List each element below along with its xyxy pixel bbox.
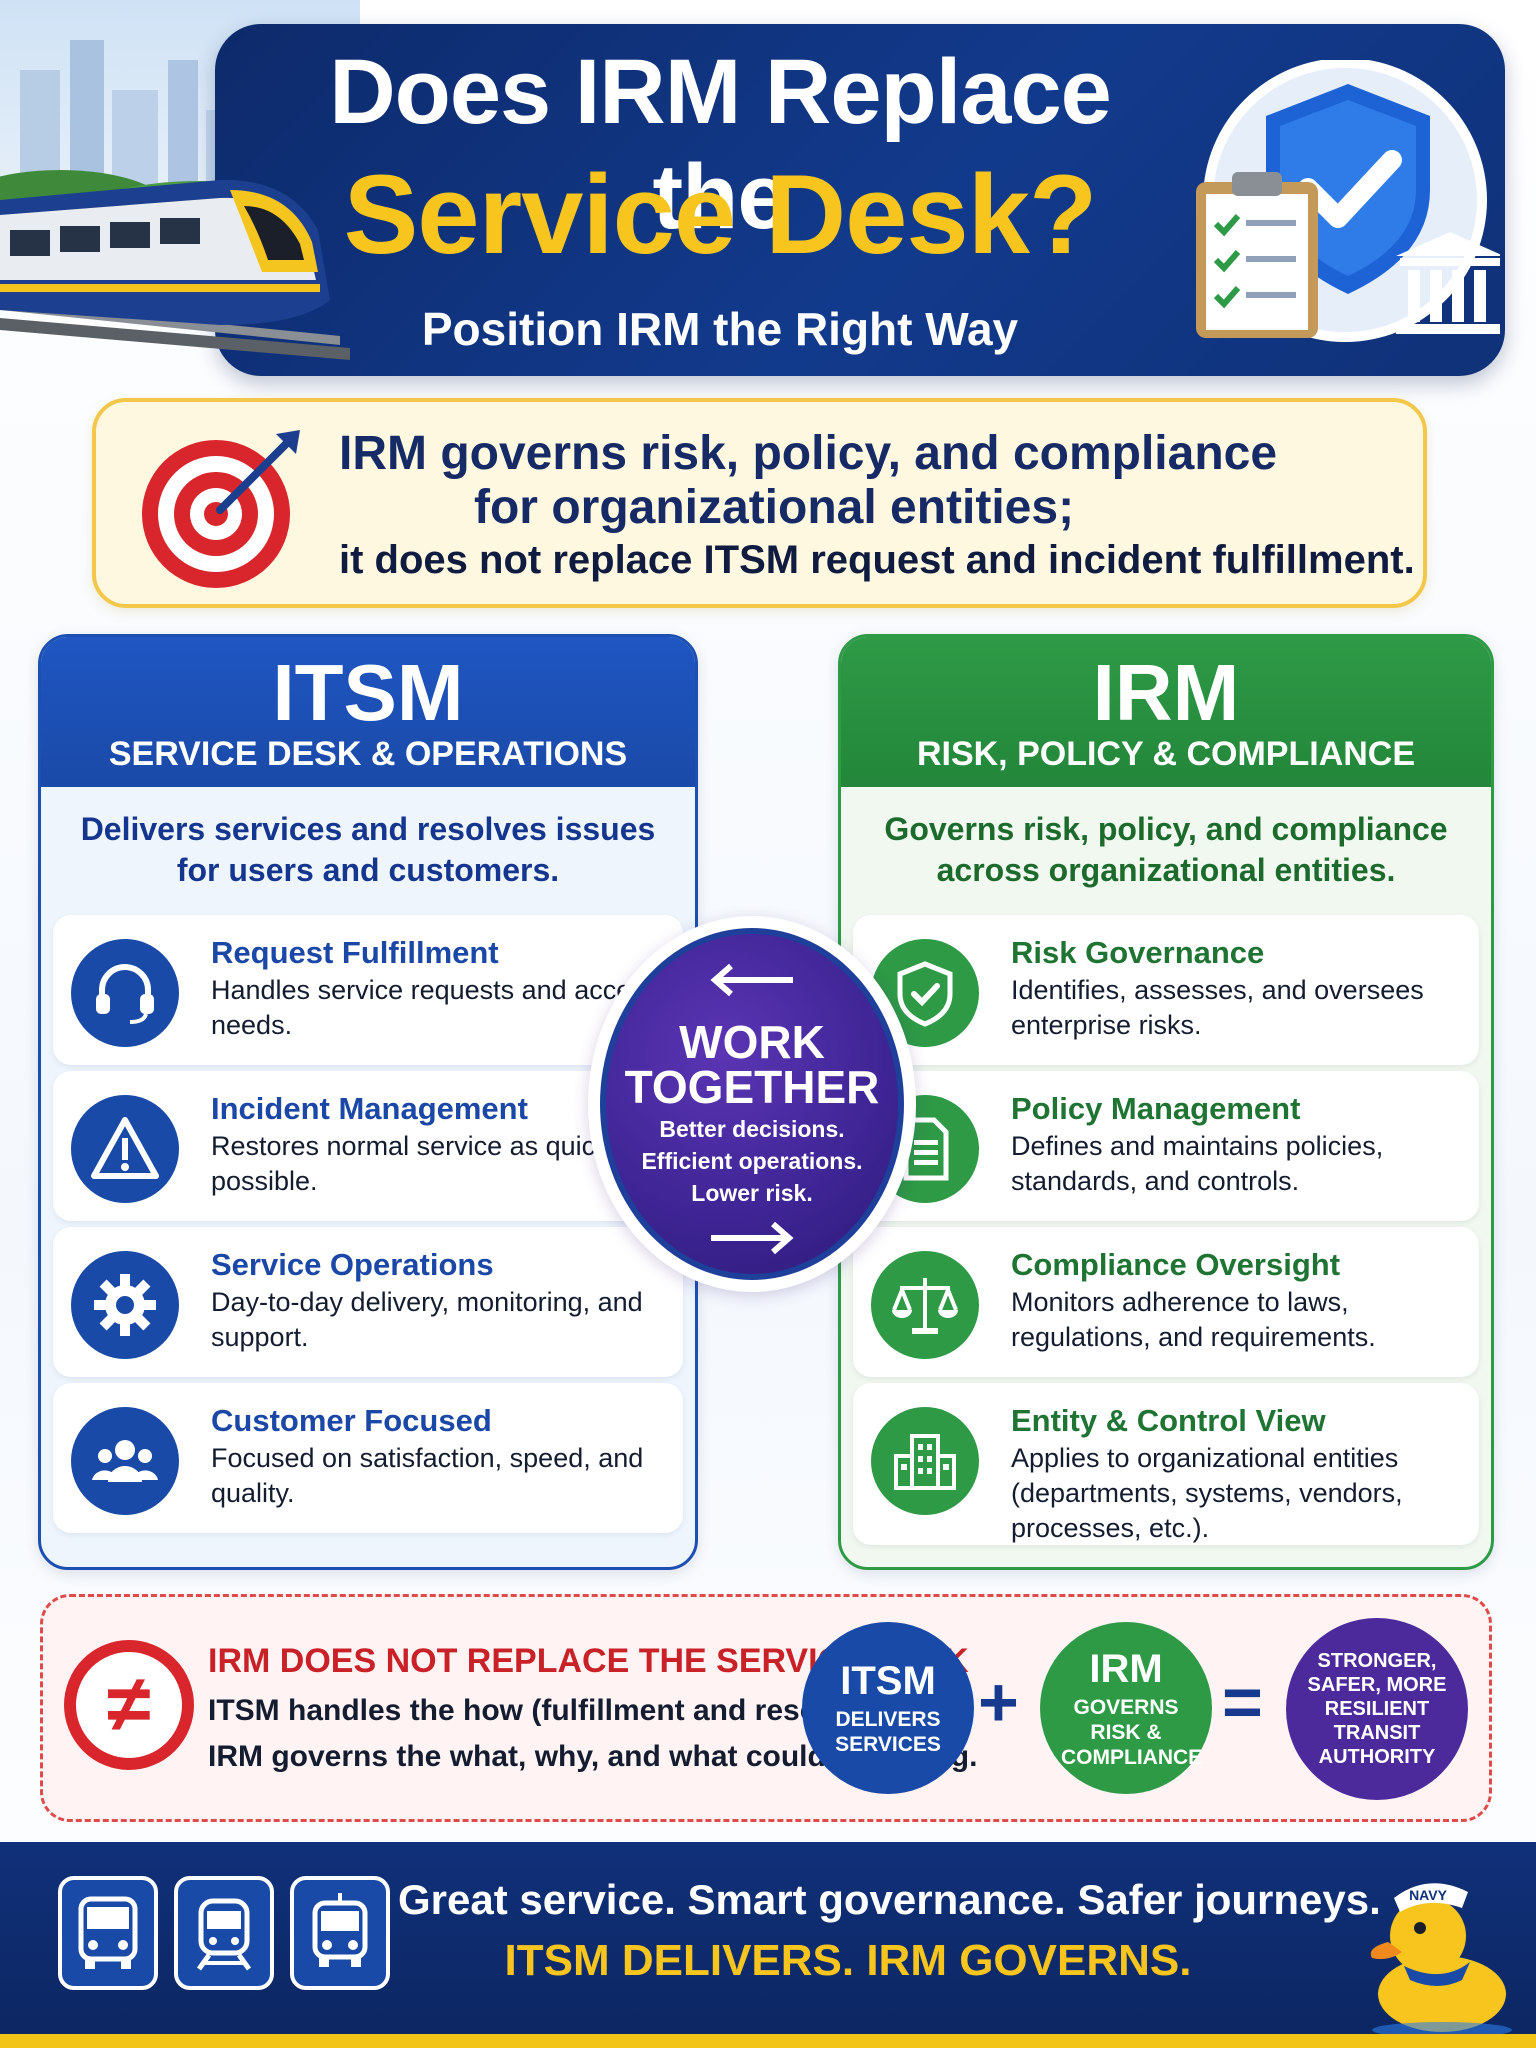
arrow-right-icon [711,1221,794,1255]
work-together-tagline: Lower risk. [691,1180,813,1206]
item-text: Defines and maintains policies, standard… [1011,1131,1384,1196]
itsm-subtitle: SERVICE DESK & OPERATIONS [108,735,628,773]
itsm-item-service-operations: Service Operations Day-to-day delivery, … [53,1227,683,1377]
irm-description: Governs risk, policy, and compliance acr… [884,811,1448,888]
irm-item-risk-governance: Risk Governance Identifies, assesses, an… [853,915,1479,1065]
plus-symbol: + [978,1663,1019,1741]
itsm-item-customer-focused: Customer Focused Focused on satisfaction… [53,1383,683,1533]
item-text: Restores normal service as quickly as po… [211,1131,665,1196]
mascot-hat-text: NAVY [1409,1887,1448,1903]
building-icon [871,1407,979,1515]
tram-icon [290,1876,390,1990]
governance-illustration [1196,60,1500,342]
footer-tagline: Great service. Smart governance. Safer j… [398,1876,1381,1923]
item-text: Identifies, assesses, and oversees enter… [1011,975,1424,1040]
itsm-title: ITSM [272,648,464,737]
item-title: Customer Focused [211,1403,492,1438]
not-replace-panel [40,1594,1492,1822]
work-together-tagline: Better decisions. [659,1116,845,1142]
key-statement-box: IRM governs risk, policy, and compliance… [92,398,1427,608]
itsm-description: Delivers services and resolves issues fo… [80,811,656,888]
equation-irm: IRM GOVERNS RISK & COMPLIANCE [1040,1622,1212,1794]
shield-check-icon [871,939,979,1047]
itsm-column: ITSM SERVICE DESK & OPERATIONS Delivers … [38,634,698,1570]
irm-title: IRM [1092,648,1240,737]
work-together-line-1: WORK [679,1016,825,1068]
equation-irm-label: IRM [1089,1646,1163,1691]
subtitle: Position IRM the Right Way [421,303,1019,355]
itsm-item-request-fulfillment: Request Fulfillment Handles service requ… [53,915,683,1065]
equals-symbol: = [1222,1663,1263,1741]
equation-itsm: ITSM DELIVERS SERVICES [802,1622,974,1794]
footer-motto: ITSM DELIVERS. IRM GOVERNS. [504,1936,1192,1985]
item-title: Entity & Control View [1011,1403,1326,1438]
equation-result: STRONGER, SAFER, MORE RESILIENT TRANSIT … [1286,1618,1468,1800]
irm-item-policy-management: Policy Management Defines and maintains … [853,1071,1479,1221]
equation-irm-caption: GOVERNS RISK & COMPLIANCE [1061,1695,1203,1769]
bus-icon [58,1876,158,1990]
item-text: Handles service requests and access need… [211,975,659,1040]
item-text: Applies to organizational entities (depa… [1011,1443,1403,1543]
work-together-tagline: Efficient operations. [641,1148,863,1174]
irm-column: IRM RISK, POLICY & COMPLIANCE Governs ri… [838,634,1494,1570]
target-icon [142,430,300,588]
train-illustration [0,179,350,360]
not-equal-symbol: ≠ [107,1659,151,1748]
statement-line-2: for organizational entities; [474,481,1075,534]
equation-itsm-label: ITSM [840,1659,936,1703]
item-title: Request Fulfillment [211,935,499,970]
headset-icon [71,939,179,1047]
item-title: Service Operations [211,1247,494,1282]
item-title: Risk Governance [1011,935,1265,970]
warning-icon [71,1095,179,1203]
users-icon [71,1407,179,1515]
itsm-header: ITSM SERVICE DESK & OPERATIONS [41,637,695,787]
work-together-badge [600,928,904,1280]
irm-item-entity-control-view: Entity & Control View Applies to organiz… [853,1383,1479,1545]
irm-item-compliance-oversight: Compliance Oversight Monitors adherence … [853,1227,1479,1377]
item-title: Policy Management [1011,1091,1301,1126]
scales-icon [871,1251,979,1359]
gear-icon [71,1251,179,1359]
statement-line-1: IRM governs risk, policy, and compliance [339,427,1278,480]
title-line-1: Does IRM Replace the [329,41,1112,248]
navy-duck-mascot-icon: NAVY [1370,1883,1512,2038]
item-text: Focused on satisfaction, speed, and qual… [211,1443,644,1508]
item-title: Compliance Oversight [1011,1247,1341,1282]
arrow-left-icon [710,963,793,997]
not-replace-line-1: ITSM handles the how (fulfillment and re… [208,1694,918,1727]
item-text: Monitors adherence to laws, regulations,… [1011,1287,1376,1352]
equation-itsm-caption: DELIVERS SERVICES [835,1708,941,1756]
item-text: Day-to-day delivery, monitoring, and sup… [211,1287,643,1352]
footer-stripe [0,2034,1536,2048]
equation-result-text: STRONGER, SAFER, MORE RESILIENT TRANSIT … [1307,1650,1447,1768]
train-icon [174,1876,274,1990]
irm-subtitle: RISK, POLICY & COMPLIANCE [916,735,1416,773]
work-together-line-2: TOGETHER [624,1061,880,1113]
item-title: Incident Management [211,1091,528,1126]
title-line-2: Service Desk? [343,152,1098,277]
irm-header: IRM RISK, POLICY & COMPLIANCE [841,637,1491,787]
statement-line-3: it does not replace ITSM request and inc… [339,538,1415,582]
itsm-item-incident-management: Incident Management Restores normal serv… [53,1071,683,1221]
